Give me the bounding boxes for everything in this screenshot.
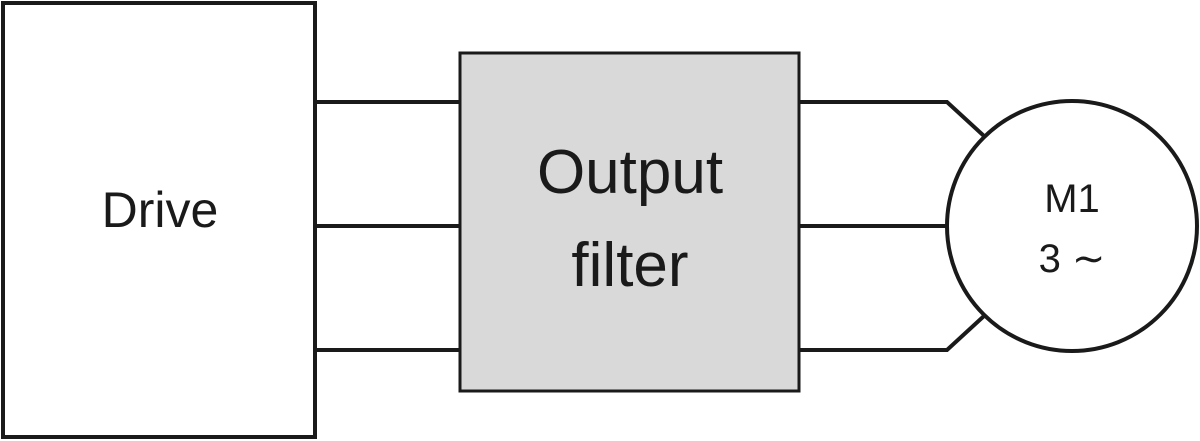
motor-label-line2: 3 ∼ bbox=[1039, 237, 1106, 281]
drive-block bbox=[1, 1, 317, 439]
output-filter-label-line1: Output bbox=[537, 138, 723, 207]
drive-label: Drive bbox=[102, 182, 219, 238]
output-filter-block bbox=[458, 51, 801, 393]
output-filter-label-line2: filter bbox=[571, 231, 688, 300]
motor-circle bbox=[945, 99, 1199, 353]
motor-label-line1: M1 bbox=[1044, 177, 1100, 221]
wire-filter-motor-3 bbox=[799, 314, 986, 352]
wire-filter-motor-1 bbox=[799, 100, 986, 138]
